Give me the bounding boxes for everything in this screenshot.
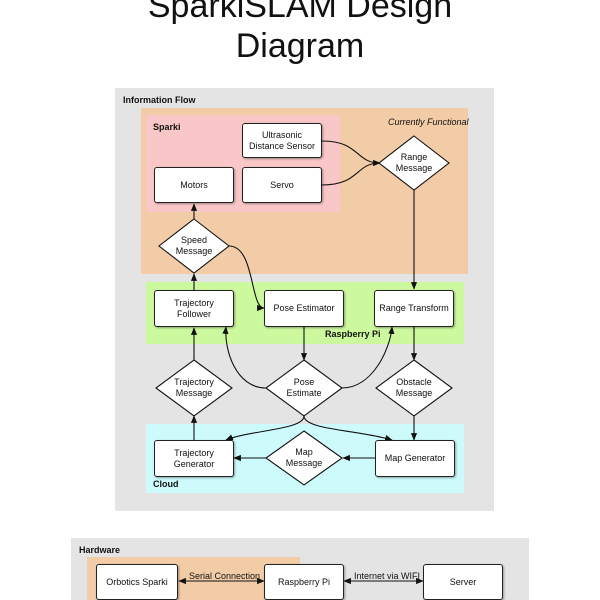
edge-estimate-trajgen — [225, 415, 305, 441]
trajectory-generator-box: Trajectory Generator — [154, 440, 234, 477]
information-flow-label: Information Flow — [123, 95, 196, 105]
currently-functional-label: Currently Functional — [388, 117, 469, 127]
trajectory-message-label: Trajectory Message — [174, 377, 214, 398]
server-box: Server — [423, 564, 503, 600]
pose-estimate-diamond — [265, 359, 343, 417]
map-message-diamond — [265, 430, 343, 486]
cloud-label: Cloud — [153, 479, 179, 489]
pose-estimate-label: Pose Estimate — [286, 377, 322, 398]
servo-box: Servo — [242, 167, 322, 203]
raspberry-pi-label: Raspberry Pi — [325, 329, 381, 339]
trajectory-follower-box: Trajectory Follower — [154, 290, 234, 327]
obstacle-message-label: Obstacle Message — [395, 377, 433, 398]
speed-message-label: Speed Message — [175, 235, 213, 256]
sparki-label: Sparki — [153, 122, 181, 132]
hardware-label: Hardware — [79, 545, 121, 555]
edge-servo-range — [321, 162, 381, 186]
ultrasonic-sensor-box: Ultrasonic Distance Sensor — [242, 123, 322, 158]
map-message-label: Map Message — [285, 447, 323, 468]
edge-ultrasonic-range — [321, 140, 381, 167]
edge-speed-pose-estimator — [228, 245, 265, 312]
serial-connection-label: Serial Connection — [189, 571, 261, 581]
trajectory-message-diamond — [155, 359, 233, 417]
diagram-title-line2: Diagram — [235, 27, 365, 65]
range-message-label: Range Message — [395, 152, 433, 173]
pose-estimator-box: Pose Estimator — [264, 290, 344, 327]
motors-box: Motors — [154, 167, 234, 203]
wifi-connection-label: Internet via WIFI — [354, 571, 421, 581]
edge-estimate-follower — [222, 326, 267, 389]
edge-estimate-mapgen — [303, 415, 393, 441]
raspberry-pi-box: Raspberry Pi — [264, 564, 344, 600]
diagram-title-line1: SparkiSLAM Design — [147, 0, 453, 25]
speed-message-diamond — [158, 218, 230, 274]
edge-estimate-rangetransform — [341, 326, 395, 389]
obstacle-message-diamond — [375, 359, 453, 417]
map-generator-box: Map Generator — [375, 440, 455, 477]
range-message-diamond — [378, 135, 450, 191]
range-transform-box: Range Transform — [374, 290, 454, 327]
orbotics-sparki-box: Orbotics Sparki — [96, 564, 178, 600]
